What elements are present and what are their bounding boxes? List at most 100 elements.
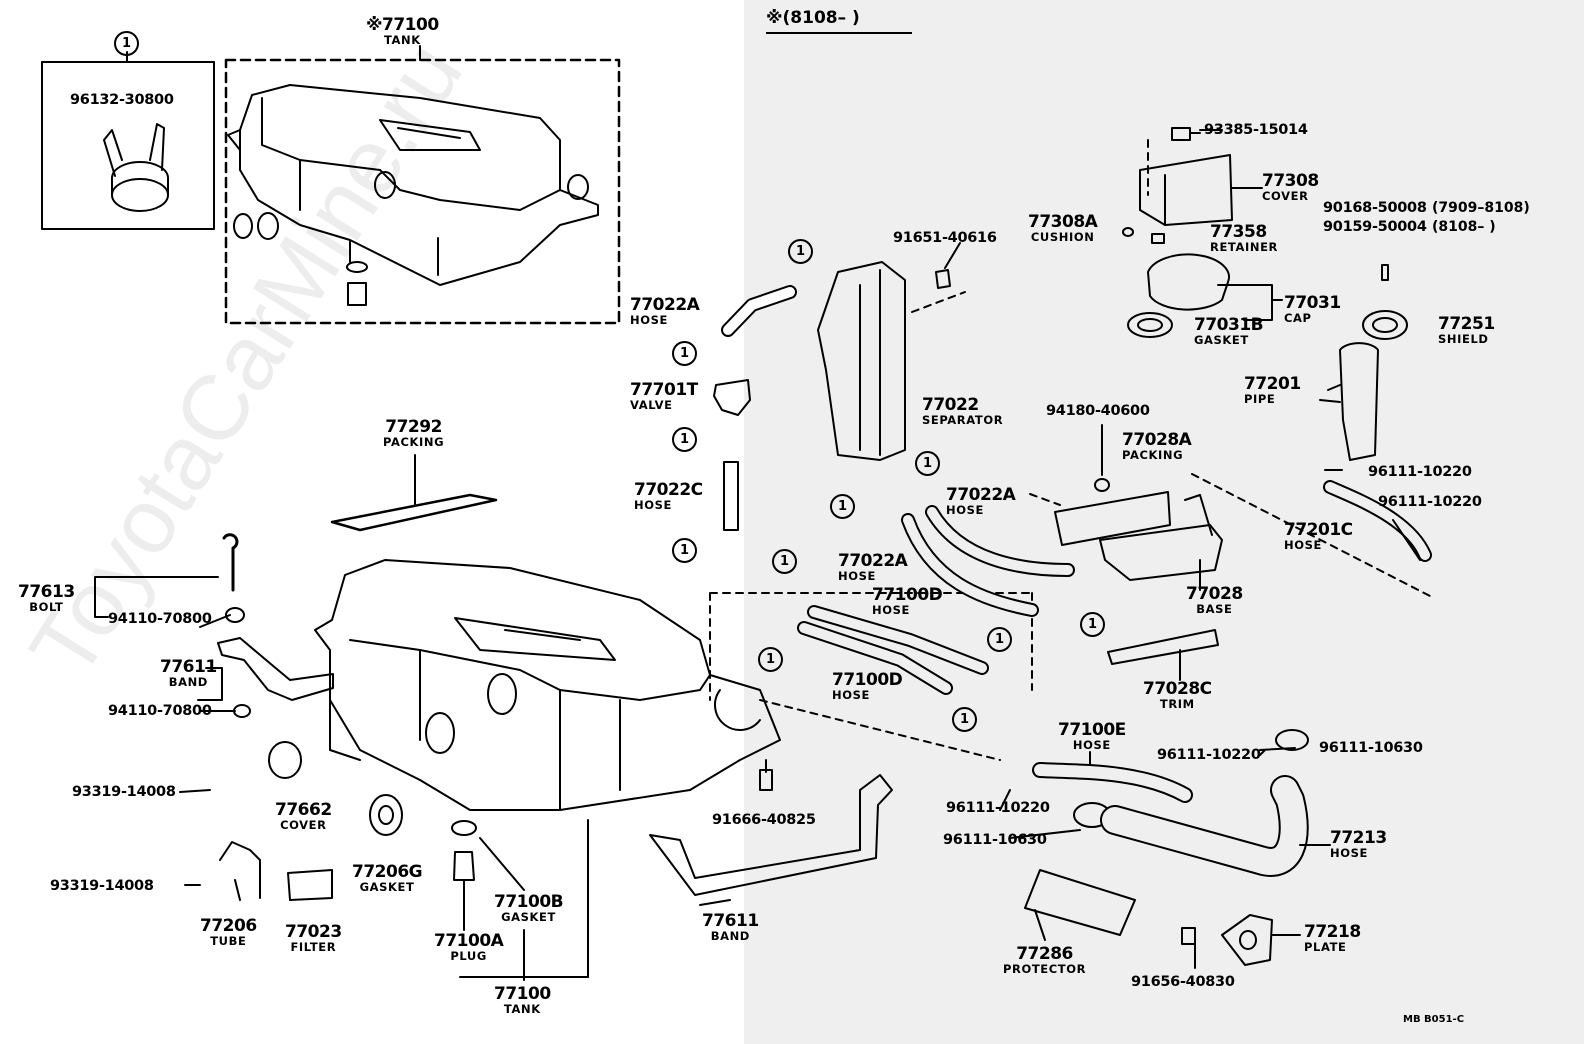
- plate-77218-drawing: [1221, 914, 1273, 966]
- hose-77022c-drawing: [723, 461, 739, 531]
- label-nut-94180: 94180-40600: [1046, 403, 1150, 419]
- tank-top-box: [224, 58, 621, 325]
- label-nut-94110-b: 94110-70800: [108, 703, 212, 719]
- bolt-93385-drawing: [1171, 127, 1191, 141]
- label-bolt-91651: 91651-40616: [893, 230, 997, 246]
- cap-77031-drawing: [1147, 253, 1231, 311]
- clamp-box: [41, 61, 215, 230]
- clamp-96132-drawing: [103, 123, 169, 212]
- label-bolt-91666: 91666-40825: [712, 812, 816, 828]
- gasket-small-2: [257, 212, 279, 240]
- label-clamp-96111-f: 96111-10630: [943, 832, 1047, 848]
- bolt-77613-drawing: [222, 533, 239, 592]
- label-screw-90159: 90159-50004: [1323, 219, 1427, 235]
- packing-77028a-drawing: [1054, 491, 1171, 546]
- packing-77292-drawing: [330, 493, 498, 532]
- label-clamp-96111-b: 96111-10220: [1378, 494, 1482, 510]
- filter-77023-drawing: [287, 869, 333, 901]
- label-screw-90159-dates: (8108– ): [1432, 219, 1496, 235]
- ref-marker: 1: [987, 627, 1012, 652]
- variant-note: ※(8108– ): [766, 8, 912, 34]
- gasket-77206g-drawing: [369, 794, 403, 836]
- diagram-code: MB B051-C: [1403, 1014, 1465, 1025]
- ref-marker: 1: [772, 549, 797, 574]
- valve-77701t-drawing: [713, 379, 751, 416]
- gasket-77100b-drawing: [451, 820, 477, 836]
- gasket-small-3: [346, 261, 368, 273]
- ref-marker: 1: [788, 239, 813, 264]
- cover-77308-drawing: [1139, 154, 1233, 226]
- ref-marker: 1: [672, 538, 697, 563]
- clamp-96111-10630-b: [1275, 729, 1309, 751]
- plug-small: [347, 282, 367, 306]
- label-screw-90168: 90168-50008: [1323, 200, 1427, 216]
- label-screw-93319-b: 93319-14008: [50, 878, 154, 894]
- dashed-leader-4: [1191, 473, 1431, 597]
- cover-77662-drawing: [268, 741, 302, 779]
- nut-94180-drawing: [1094, 478, 1110, 492]
- nut-drawing-1: [225, 607, 245, 623]
- screw-90168-drawing: [1381, 264, 1389, 281]
- bolt-91656-drawing: [1181, 927, 1196, 945]
- ref-marker: 1: [672, 341, 697, 366]
- gasket-small-1: [233, 213, 253, 239]
- separator-77022-drawing: [817, 261, 906, 461]
- bolt-91666-drawing: [759, 769, 773, 791]
- ref-marker: 1: [758, 647, 783, 672]
- dashed-leader-5: [1029, 493, 1061, 506]
- nut-drawing-2: [233, 704, 251, 718]
- ref-marker: 1: [672, 427, 697, 452]
- base-77028-drawing: [1099, 524, 1223, 581]
- label-screw-90168-dates: (7909–8108): [1432, 200, 1530, 216]
- label-bolt-93385: 93385-15014: [1204, 122, 1308, 138]
- dashed-leader-2: [759, 699, 1001, 761]
- gasket-77031b-drawing: [1127, 312, 1173, 338]
- ref-marker: 1: [952, 707, 977, 732]
- shaded-variant-area: [744, 0, 1584, 1044]
- label-nut-94110-a: 94110-70800: [108, 611, 212, 627]
- band-left-drawing: [217, 637, 334, 701]
- tube-77206-drawing: [219, 841, 261, 901]
- label-clamp-96132: 96132-30800: [70, 92, 174, 108]
- label-screw-93319-a: 93319-14008: [72, 784, 176, 800]
- bolt-91651-drawing: [935, 269, 951, 289]
- shield-77251-drawing: [1362, 310, 1408, 340]
- pipe-77201-drawing: [1339, 342, 1379, 461]
- label-clamp-96111-a: 96111-10220: [1368, 464, 1472, 480]
- band-right-drawing: [649, 774, 893, 896]
- dashed-leader-3: [911, 291, 966, 313]
- tank-top-drawing: [227, 84, 599, 286]
- protector-77286-drawing: [1024, 869, 1136, 936]
- tank-bottom-drawing: [314, 559, 781, 811]
- ref-marker: 1: [915, 451, 940, 476]
- label-bolt-91656: 91656-40830: [1131, 974, 1235, 990]
- trim-77028c-drawing: [1107, 629, 1219, 665]
